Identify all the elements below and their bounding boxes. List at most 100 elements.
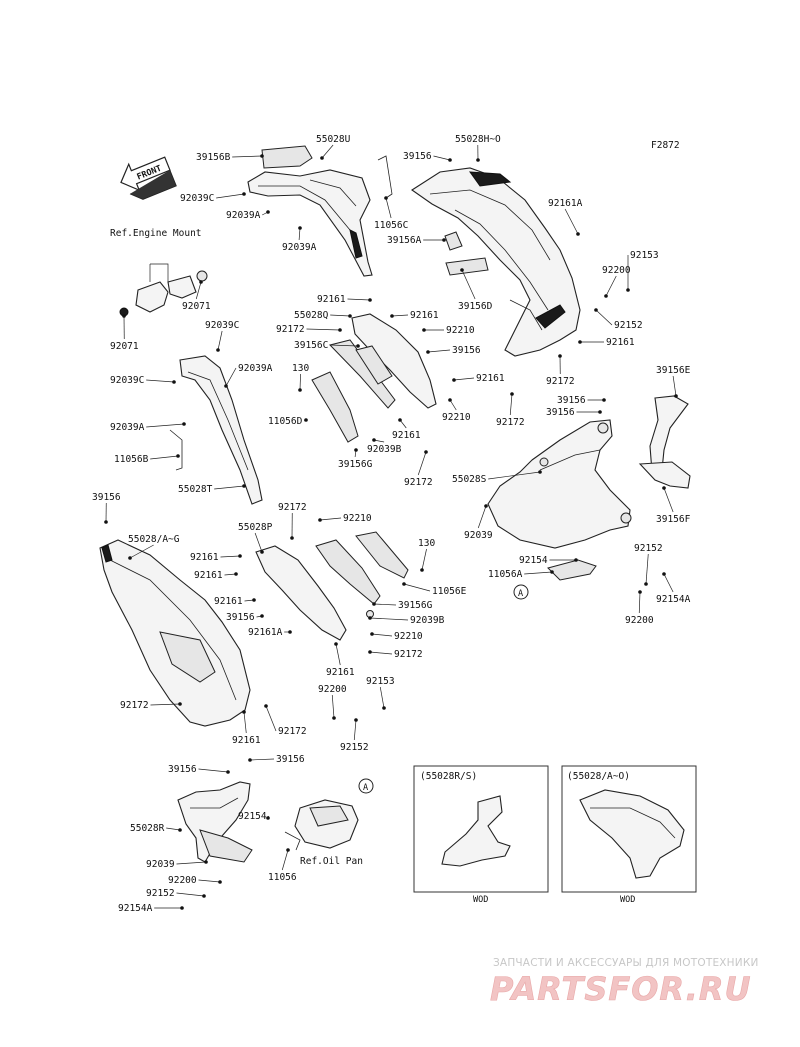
- leader-line: [663, 573, 674, 593]
- leader-line: [198, 768, 229, 773]
- part-number-label: 92172: [394, 649, 423, 660]
- leader-line: [146, 423, 185, 428]
- fastener-marker: [242, 710, 246, 714]
- fastener-marker: [199, 280, 203, 284]
- leader-line: [391, 314, 409, 317]
- fastener-marker: [318, 518, 322, 522]
- fastener-marker: [510, 392, 514, 396]
- part-number-label: 92161: [392, 430, 421, 441]
- fastener-marker: [288, 630, 292, 634]
- leader-line: [150, 703, 181, 706]
- fastener-marker: [286, 848, 290, 852]
- watermark-tagline: ЗАПЧАСТИ И АКСЕССУАРЫ ДЛЯ МОТОТЕХНИКИ: [493, 957, 759, 969]
- fastener-marker: [178, 828, 182, 832]
- part-number-label: 11056: [268, 872, 297, 883]
- part-number-label: 92161: [476, 373, 505, 384]
- leader-line: [198, 879, 221, 883]
- part-number-label: 92039C: [205, 320, 239, 331]
- fastener-marker: [338, 328, 342, 332]
- part-number-label: 11056D: [268, 416, 303, 427]
- part-number-label: 92039A: [282, 242, 317, 253]
- part-number-label: 39156: [403, 151, 432, 162]
- leader-line: [369, 651, 393, 655]
- leader-line: [477, 505, 487, 529]
- part-number-label: 92152: [614, 320, 643, 331]
- fastener-marker: [242, 192, 246, 196]
- leader-line: [379, 686, 385, 709]
- front-arrow-icon: FRONT: [120, 156, 177, 200]
- part-number-label: 92161: [410, 310, 439, 321]
- fastener-marker: [662, 572, 666, 576]
- part-number-label: 55028/A~G: [128, 534, 180, 545]
- fastener-marker: [216, 348, 220, 352]
- callout-a-right: A: [513, 584, 529, 600]
- part-number-label: 92071: [110, 341, 139, 352]
- part-number-label: 39156: [276, 754, 305, 765]
- oil-pan: [284, 799, 359, 851]
- part-number-label: 39156: [226, 612, 255, 623]
- part-number-label: 11056B: [114, 454, 149, 465]
- part-number-label: 92039A: [110, 422, 145, 433]
- fastener-marker: [298, 388, 302, 392]
- ref-oil-pan: Ref.Oil Pan: [300, 856, 363, 867]
- inner-panel-55028q: [311, 313, 437, 443]
- bracket-55028t: [169, 355, 263, 505]
- leader-line: [330, 314, 351, 317]
- fastener-marker: [356, 344, 360, 348]
- part-number-label: 92152: [340, 742, 369, 753]
- leader-line: [243, 711, 247, 734]
- fastener-marker: [238, 554, 242, 558]
- fastener-marker: [368, 650, 372, 654]
- fastener-marker: [382, 706, 386, 710]
- fastener-marker: [260, 614, 264, 618]
- part-number-label: 92161: [606, 337, 635, 348]
- leader-line: [595, 309, 613, 326]
- part-number-label: 92161: [194, 570, 223, 581]
- bracket-11056a: [547, 559, 597, 581]
- part-number-label: 39156C: [294, 340, 328, 351]
- fastener-marker: [176, 454, 180, 458]
- part-number-label: 55028Q: [294, 310, 329, 321]
- part-number-label: 39156: [546, 407, 575, 418]
- leader-line: [564, 208, 579, 235]
- figure-code: F2872: [651, 140, 680, 151]
- fastener-marker: [264, 704, 268, 708]
- fastener-marker: [674, 394, 678, 398]
- engine-mount-bracket: [119, 263, 208, 317]
- fastener-marker: [370, 632, 374, 636]
- part-number-label: 92153: [366, 676, 395, 687]
- fastener-marker: [372, 602, 376, 606]
- part-number-label: 39156G: [398, 600, 433, 611]
- fastener-marker: [452, 378, 456, 382]
- leader-line: [249, 758, 275, 761]
- fastener-marker: [550, 570, 554, 574]
- lower-cowl-55028-a-g: [99, 539, 251, 727]
- fastener-marker: [260, 550, 264, 554]
- part-labels: 39156B55028U92039C92039A92039A11056C5502…: [92, 134, 691, 914]
- watermark-logo: PARTSFOR.RU: [490, 970, 751, 1008]
- fastener-marker: [354, 448, 358, 452]
- part-number-label: 92172: [276, 324, 305, 335]
- fastener-marker: [178, 702, 182, 706]
- part-number-label: 92039: [464, 530, 493, 541]
- part-number-label: 130: [292, 363, 309, 374]
- fastener-marker: [638, 590, 642, 594]
- part-number-label: 39156B: [196, 152, 231, 163]
- part-number-label: 92210: [446, 325, 475, 336]
- leader-line: [461, 269, 476, 300]
- fastener-marker: [578, 340, 582, 344]
- part-number-label: 39156: [557, 395, 586, 406]
- leader-line: [663, 487, 674, 513]
- fastener-marker: [574, 558, 578, 562]
- part-number-label: 11056C: [374, 220, 408, 231]
- fastener-marker: [594, 308, 598, 312]
- inset-left-box: (55028R/S) WOD: [413, 765, 549, 905]
- fastener-marker: [304, 418, 308, 422]
- part-number-label: 39156: [92, 492, 121, 503]
- part-number-label: 39156A: [387, 235, 422, 246]
- fastener-marker: [202, 894, 206, 898]
- leader-line: [453, 377, 475, 381]
- leader-line: [417, 451, 427, 476]
- fastener-marker: [604, 294, 608, 298]
- upper-cowl-55028h-o: [411, 167, 581, 357]
